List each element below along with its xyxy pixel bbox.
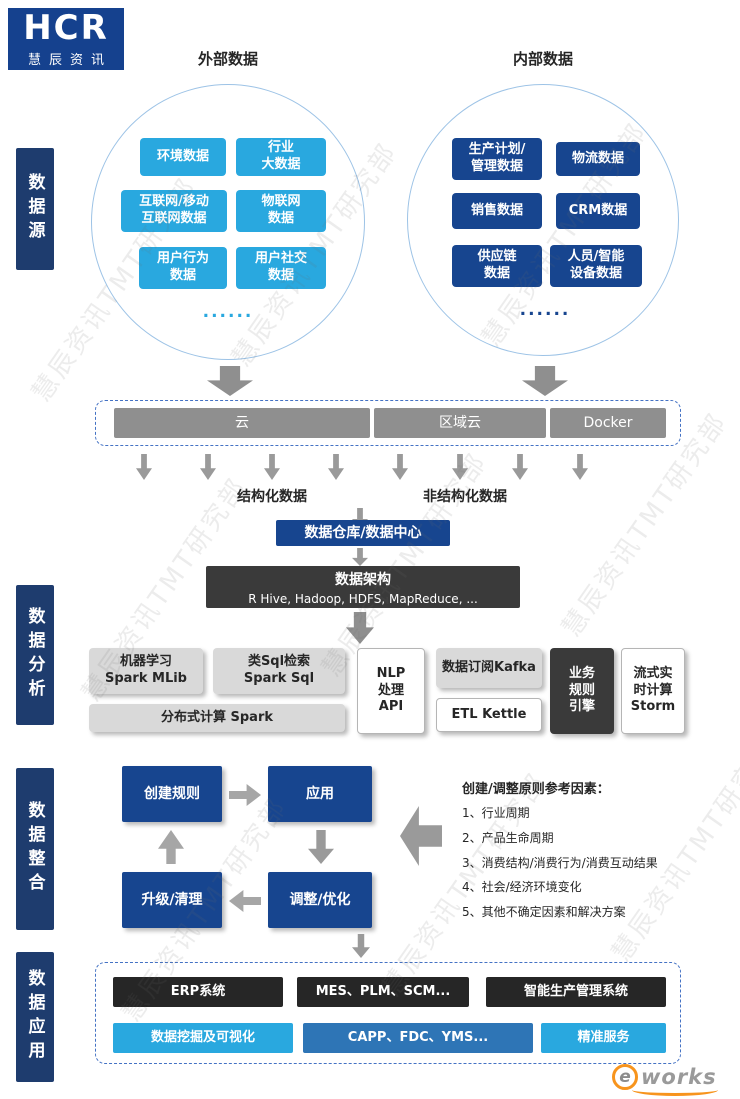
eworks-logo: e works: [612, 1058, 734, 1096]
adjustment-factors: 创建/调整原则参考因素： 1、行业周期 2、产品生命周期 3、消费结构/消费行为…: [462, 778, 694, 929]
analysis-box-rule-engine: 业务 规则 引擎: [550, 648, 614, 734]
section-label-data-application: 数据应用: [16, 952, 54, 1082]
application-frame: [95, 962, 681, 1064]
platform-regional-cloud: 区域云: [374, 408, 546, 438]
internal-ellipsis: ......: [519, 300, 571, 320]
data-architecture-box: 数据架构 R Hive, Hadoop, HDFS, MapReduce, ..…: [206, 566, 520, 608]
factors-title: 创建/调整原则参考因素：: [462, 782, 610, 797]
down-arrow-small: [328, 454, 344, 480]
external-item-user-behavior: 用户行为 数据: [139, 247, 227, 289]
down-arrow-small: [200, 454, 216, 480]
down-arrow-small: [452, 454, 468, 480]
down-arrow: [308, 830, 334, 864]
factor-item: 4、社会/经济环境变化: [462, 880, 582, 895]
section-label-data-integration: 数据整合: [16, 768, 54, 930]
app-box-smart-manufacturing: 智能生产管理系统: [486, 977, 666, 1007]
analysis-box-storm: 流式实 时计算 Storm: [621, 648, 685, 734]
integration-box-apply: 应用: [268, 766, 372, 822]
down-arrow-from-external: [207, 366, 253, 396]
internal-item-crm: CRM数据: [556, 193, 640, 229]
big-left-arrow: [400, 806, 442, 866]
external-item-internet: 互联网/移动 互联网数据: [121, 190, 227, 232]
factor-item: 1、行业周期: [462, 806, 530, 820]
external-item-industry: 行业 大数据: [236, 138, 326, 176]
external-data-title: 外部数据: [197, 49, 258, 68]
platform-docker: Docker: [550, 408, 666, 438]
hcr-logo: HCR 慧辰资讯: [8, 8, 124, 70]
down-arrow-small: [392, 454, 408, 480]
app-box-capp-fdc-yms: CAPP、FDC、YMS...: [303, 1023, 533, 1053]
integration-box-upgrade-clean: 升级/清理: [122, 872, 222, 928]
external-item-iot: 物联网 数据: [236, 190, 326, 232]
internal-item-personnel-devices: 人员/智能 设备数据: [550, 245, 642, 287]
integration-box-create-rules: 创建规则: [122, 766, 222, 822]
external-item-environment: 环境数据: [140, 138, 226, 176]
internal-data-circle: [407, 84, 679, 356]
down-arrow-small: [136, 454, 152, 480]
down-arrow-small: [264, 454, 280, 480]
eworks-logo-letter: e: [612, 1064, 638, 1090]
external-item-user-social: 用户社交 数据: [236, 247, 326, 289]
internal-data-title: 内部数据: [512, 49, 573, 68]
analysis-box-spark-mlib: 机器学习 Spark MLib: [89, 648, 203, 694]
data-warehouse-box: 数据仓库/数据中心: [276, 520, 450, 546]
factor-item: 5、其他不确定因素和解决方案: [462, 905, 626, 920]
up-arrow: [158, 830, 184, 864]
factor-item: 2、产品生命周期: [462, 830, 554, 845]
down-arrow-small: [512, 454, 528, 480]
data-architecture-subtitle: R Hive, Hadoop, HDFS, MapReduce, ...: [248, 591, 478, 606]
left-arrow: [229, 890, 261, 912]
cloud-platform-frame: [95, 400, 681, 446]
analysis-box-nlp-api: NLP 处理 API: [357, 648, 425, 734]
analysis-box-spark-distributed: 分布式计算 Spark: [89, 704, 345, 732]
unstructured-data-label: 非结构化数据: [423, 489, 507, 505]
analysis-box-etl-kettle: ETL Kettle: [436, 698, 542, 732]
data-architecture-title: 数据架构: [335, 571, 391, 588]
hcr-logo-text: HCR: [23, 7, 109, 48]
internal-item-production-plan: 生产计划/ 管理数据: [452, 138, 542, 180]
down-arrow-small: [352, 548, 368, 566]
platform-cloud: 云: [114, 408, 370, 438]
section-label-data-source: 数据源: [16, 148, 54, 270]
right-arrow: [229, 784, 261, 806]
hcr-logo-subtext: 慧辰资讯: [27, 52, 112, 68]
app-box-precision-service: 精准服务: [541, 1023, 666, 1053]
down-arrow-small: [352, 934, 370, 958]
analysis-box-spark-sql: 类Sql检索 Spark Sql: [213, 648, 345, 694]
app-box-data-mining-visualization: 数据挖掘及可视化: [113, 1023, 293, 1053]
down-arrow-medium: [346, 612, 374, 644]
external-data-circle: [91, 84, 365, 360]
eworks-logo-swoosh: [632, 1084, 718, 1096]
down-arrow-from-internal: [522, 366, 568, 396]
internal-item-supply-chain: 供应链 数据: [452, 245, 542, 287]
factor-item: 3、消费结构/消费行为/消费互动结果: [462, 855, 658, 870]
app-box-mes-plm-scm: MES、PLM、SCM...: [297, 977, 469, 1007]
app-box-erp: ERP系统: [113, 977, 283, 1007]
internal-item-sales: 销售数据: [452, 193, 542, 229]
integration-box-adjust-optimize: 调整/优化: [268, 872, 372, 928]
structured-data-label: 结构化数据: [237, 489, 307, 505]
analysis-box-kafka: 数据订阅Kafka: [436, 648, 542, 688]
external-ellipsis: ......: [202, 302, 254, 322]
internal-item-logistics: 物流数据: [556, 142, 640, 176]
down-arrow-small: [572, 454, 588, 480]
section-label-data-analysis: 数据分析: [16, 585, 54, 725]
